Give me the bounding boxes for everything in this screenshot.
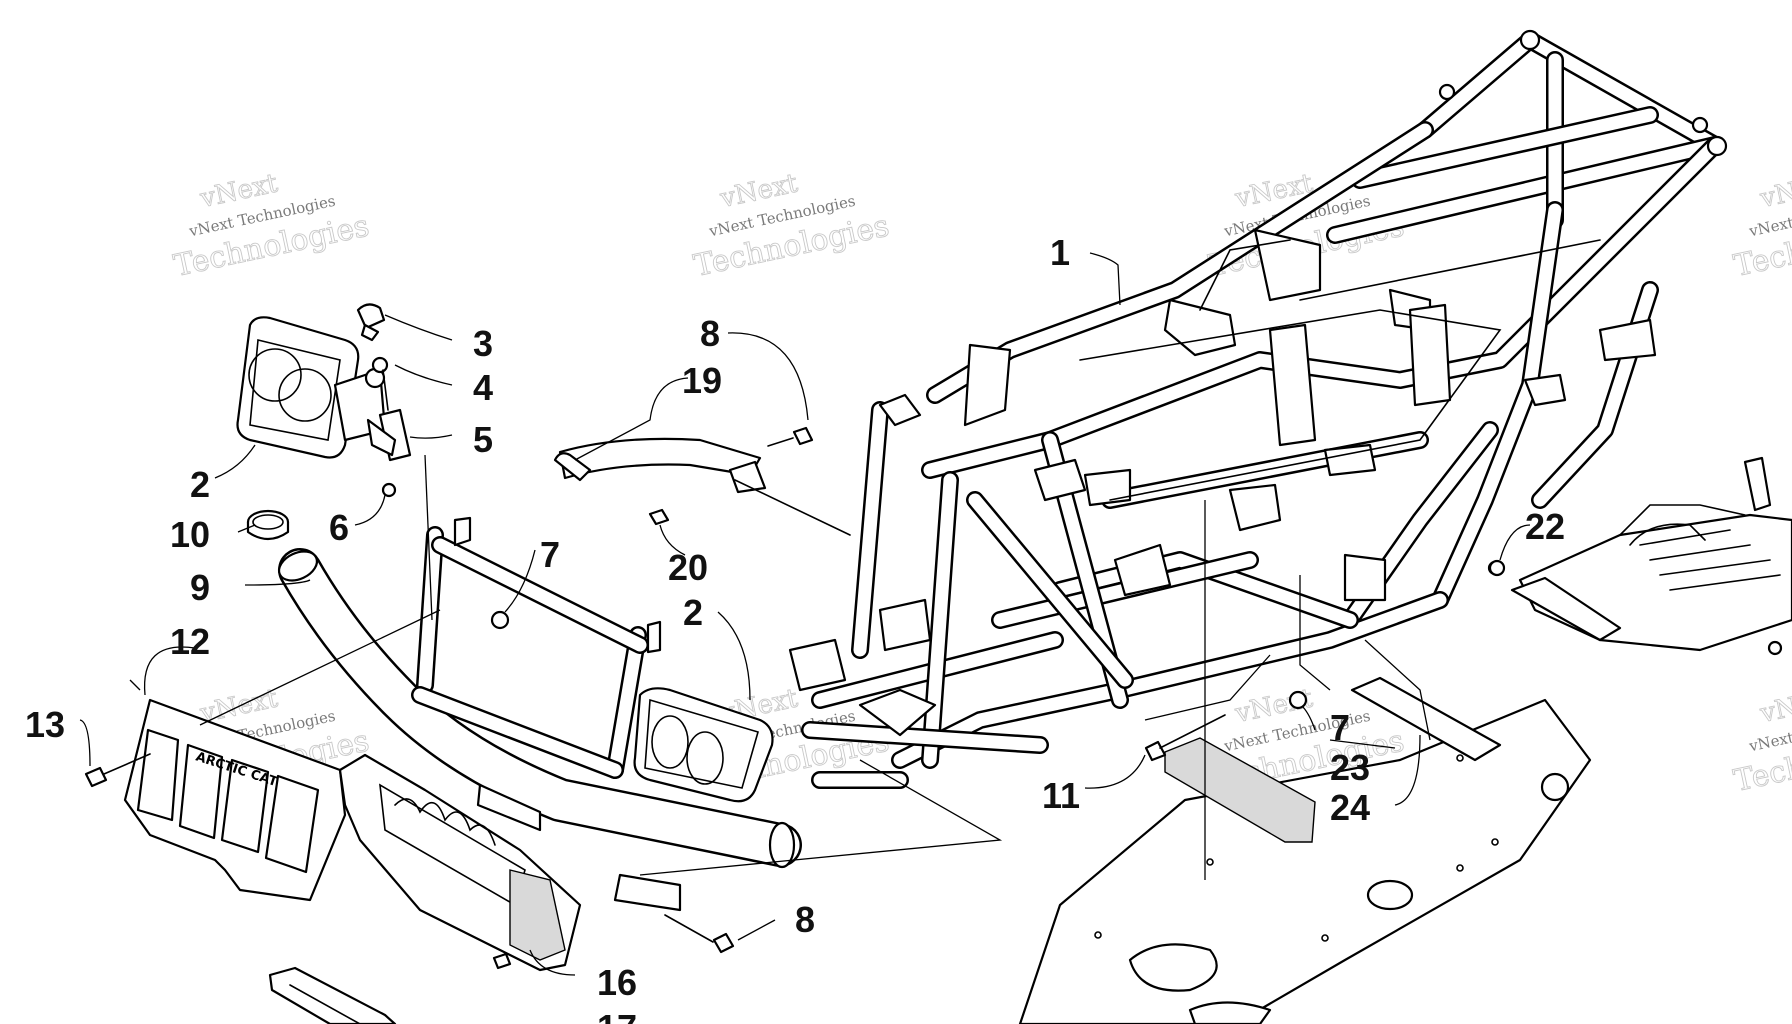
callout-24: 24 (1330, 787, 1370, 828)
front-skid-16 (338, 753, 582, 972)
callout-2-headlight-right: 2 (683, 592, 703, 633)
watermark-edge-right-top: vNext vNext Technologies Technologies (1730, 168, 1792, 285)
headlight-bracket-hardware (356, 303, 433, 621)
main-frame (788, 29, 1728, 789)
callout-19: 19 (682, 360, 722, 401)
callout-16: 16 (597, 962, 637, 1003)
cap-10 (246, 509, 290, 541)
callout-13: 13 (25, 704, 65, 745)
leader-lines (79, 252, 1531, 976)
skid-plate (1018, 698, 1592, 1024)
callout-1: 1 (1050, 232, 1070, 273)
watermark-top-left: vNext vNext Technologies Technologies (170, 168, 372, 285)
callout-7-left: 7 (540, 534, 560, 575)
callout-2-headlight-left: 2 (190, 464, 210, 505)
callout-labels: 1 2 2 3 4 5 6 7 7 8 8 9 10 11 12 13 16 1… (25, 232, 1565, 1024)
callout-4: 4 (473, 367, 493, 408)
callout-10: 10 (170, 514, 210, 555)
mud-flap-23 (1164, 737, 1316, 843)
grille-12: ARCTIC CAT (123, 679, 347, 902)
footrest-22 (1487, 456, 1792, 656)
headlight-right (633, 687, 774, 803)
front-rack-19 (553, 437, 851, 536)
callout-12: 12 (170, 621, 210, 662)
callout-6: 6 (329, 507, 349, 548)
callout-5: 5 (473, 419, 493, 460)
watermark-text: vNext (1757, 683, 1792, 729)
headlight-left (236, 316, 387, 459)
callout-8-lower: 8 (795, 899, 815, 940)
watermark-top-center: vNext vNext Technologies Technologies (690, 168, 892, 285)
watermark-text: vNext (1757, 168, 1792, 214)
callout-7-right: 7 (1330, 707, 1350, 748)
callout-23: 23 (1330, 747, 1370, 788)
callout-8-upper: 8 (700, 313, 720, 354)
callout-20: 20 (668, 547, 708, 588)
watermark-edge-right-bottom: vNext vNext Technologies Technologies (1730, 683, 1792, 800)
callout-3: 3 (473, 323, 493, 364)
callout-17: 17 (597, 1007, 637, 1024)
callout-22: 22 (1525, 506, 1565, 547)
hardware (84, 426, 1506, 970)
front-bumper-9 (277, 516, 802, 912)
callout-11: 11 (1042, 775, 1080, 816)
callout-9: 9 (190, 567, 210, 608)
part-17 (268, 966, 397, 1024)
